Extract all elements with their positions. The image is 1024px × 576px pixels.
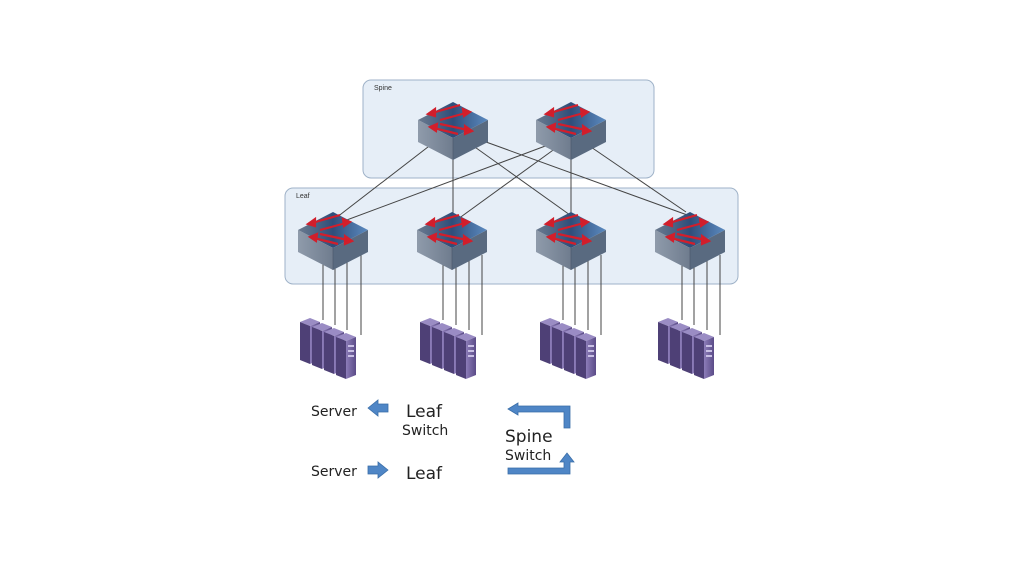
legend-server-1: Server — [311, 404, 357, 420]
spine-leaf-links — [331, 137, 691, 225]
legend-server-2: Server — [311, 464, 357, 480]
legend-spine: Spine — [505, 427, 553, 447]
spine-return-arrow-top-icon — [507, 402, 571, 429]
link-s1-l4 — [474, 137, 691, 217]
link-s2-l4 — [587, 144, 687, 213]
link-s1-l3 — [464, 139, 571, 216]
spine-return-arrow-bottom-icon — [507, 452, 575, 475]
legend-leaf-2: Leaf — [406, 464, 443, 484]
server-group-4 — [658, 318, 714, 379]
server-group-1 — [300, 318, 356, 379]
link-s2-l2 — [457, 147, 557, 220]
server-group-2 — [420, 318, 476, 379]
legend-spine-switch: Switch — [505, 448, 552, 464]
legend-switch-1: Switch — [402, 423, 449, 439]
legend-arrow-right-icon — [367, 461, 389, 479]
leaf-zone-label: Leaf — [296, 193, 310, 200]
legend-arrow-left-icon — [367, 399, 389, 417]
spine-zone-label: Spine — [374, 85, 392, 92]
link-s2-l1 — [335, 144, 549, 225]
leaf-zone — [284, 187, 739, 285]
legend-leaf-1: Leaf — [406, 402, 443, 422]
link-s1-l1 — [331, 139, 438, 222]
